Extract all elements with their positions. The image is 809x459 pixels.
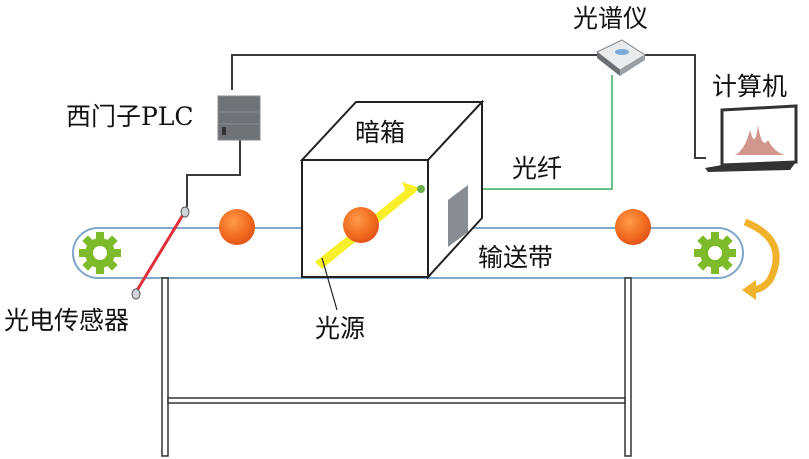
rotation-arrow-icon [742, 218, 780, 300]
table-leg-right [624, 277, 632, 457]
plc-to-spectrometer-wire [231, 54, 600, 90]
spectrometer-to-computer-wire [645, 54, 706, 159]
label-spectrometer: 光谱仪 [573, 4, 649, 33]
orange-fruit-1 [219, 209, 255, 245]
label-conveyor: 输送带 [478, 243, 554, 272]
conveyor-belt [72, 227, 744, 279]
table-crossbar [167, 397, 626, 404]
gear-icon-left [79, 232, 121, 274]
label-fiber: 光纤 [512, 154, 563, 183]
fiber-probe-tip [417, 185, 425, 193]
sensor-receiver [131, 288, 141, 300]
gear-icon-right [694, 232, 736, 274]
label-photo-sensor: 光电传感器 [4, 306, 130, 335]
label-computer: 计算机 [712, 72, 788, 101]
label-plc: 西门子PLC [66, 102, 194, 131]
light-source-leader [321, 257, 338, 311]
table-leg-left [161, 277, 169, 457]
label-dark-box: 暗箱 [355, 118, 406, 147]
plc-device-icon [217, 95, 261, 141]
sensor-beam [134, 212, 186, 293]
fiber-probe-plate [448, 185, 468, 247]
orange-fruit-2 [343, 207, 379, 243]
optical-fiber [420, 75, 613, 190]
laptop-icon [705, 104, 798, 172]
label-light-source: 光源 [315, 314, 366, 343]
sensor-emitter [180, 206, 190, 218]
spectrometer-icon [596, 39, 646, 76]
plc-to-sensor-wire [186, 140, 241, 207]
orange-fruit-3 [615, 209, 651, 245]
